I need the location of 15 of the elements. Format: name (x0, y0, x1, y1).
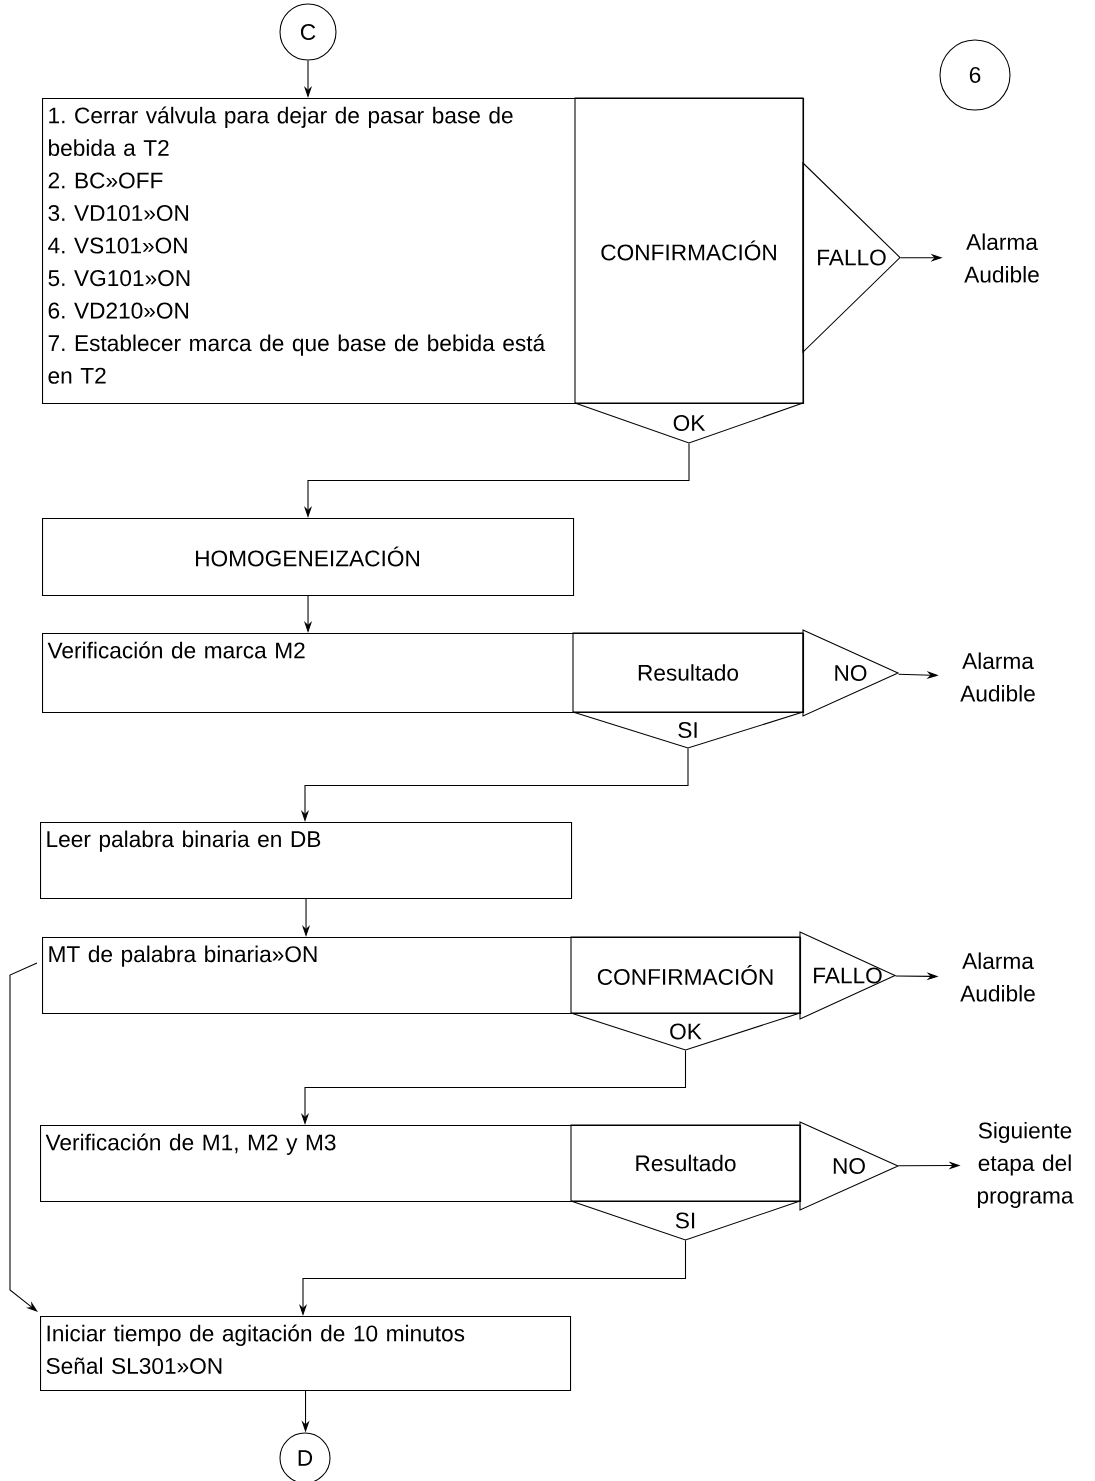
decision-triangle: NO (802, 629, 900, 717)
outcome-text: Alarma Audible (960, 652, 1035, 702)
outcome-text: Siguiente etapa del programa (977, 1121, 1074, 1209)
check-box: Resultado (572, 632, 804, 713)
arrow (9, 962, 38, 1312)
process-box: HOMOGENEIZACIÓN (42, 518, 575, 597)
outcome-text: Alarma Audible (960, 952, 1035, 1002)
process-box: Iniciar tiempo de agitación de 10 minutos Señal SL301»ON (40, 1316, 572, 1392)
outcome-text: Alarma Audible (964, 233, 1039, 283)
decision-triangle: FALLO (799, 931, 897, 1020)
process-box: Leer palabra binaria en DB (40, 822, 573, 900)
check-box: CONFIRMACIÓN (574, 97, 804, 404)
decision-triangle: NO (799, 1121, 900, 1211)
check-box: CONFIRMACIÓN (570, 936, 801, 1014)
check-box: Resultado (570, 1124, 801, 1202)
